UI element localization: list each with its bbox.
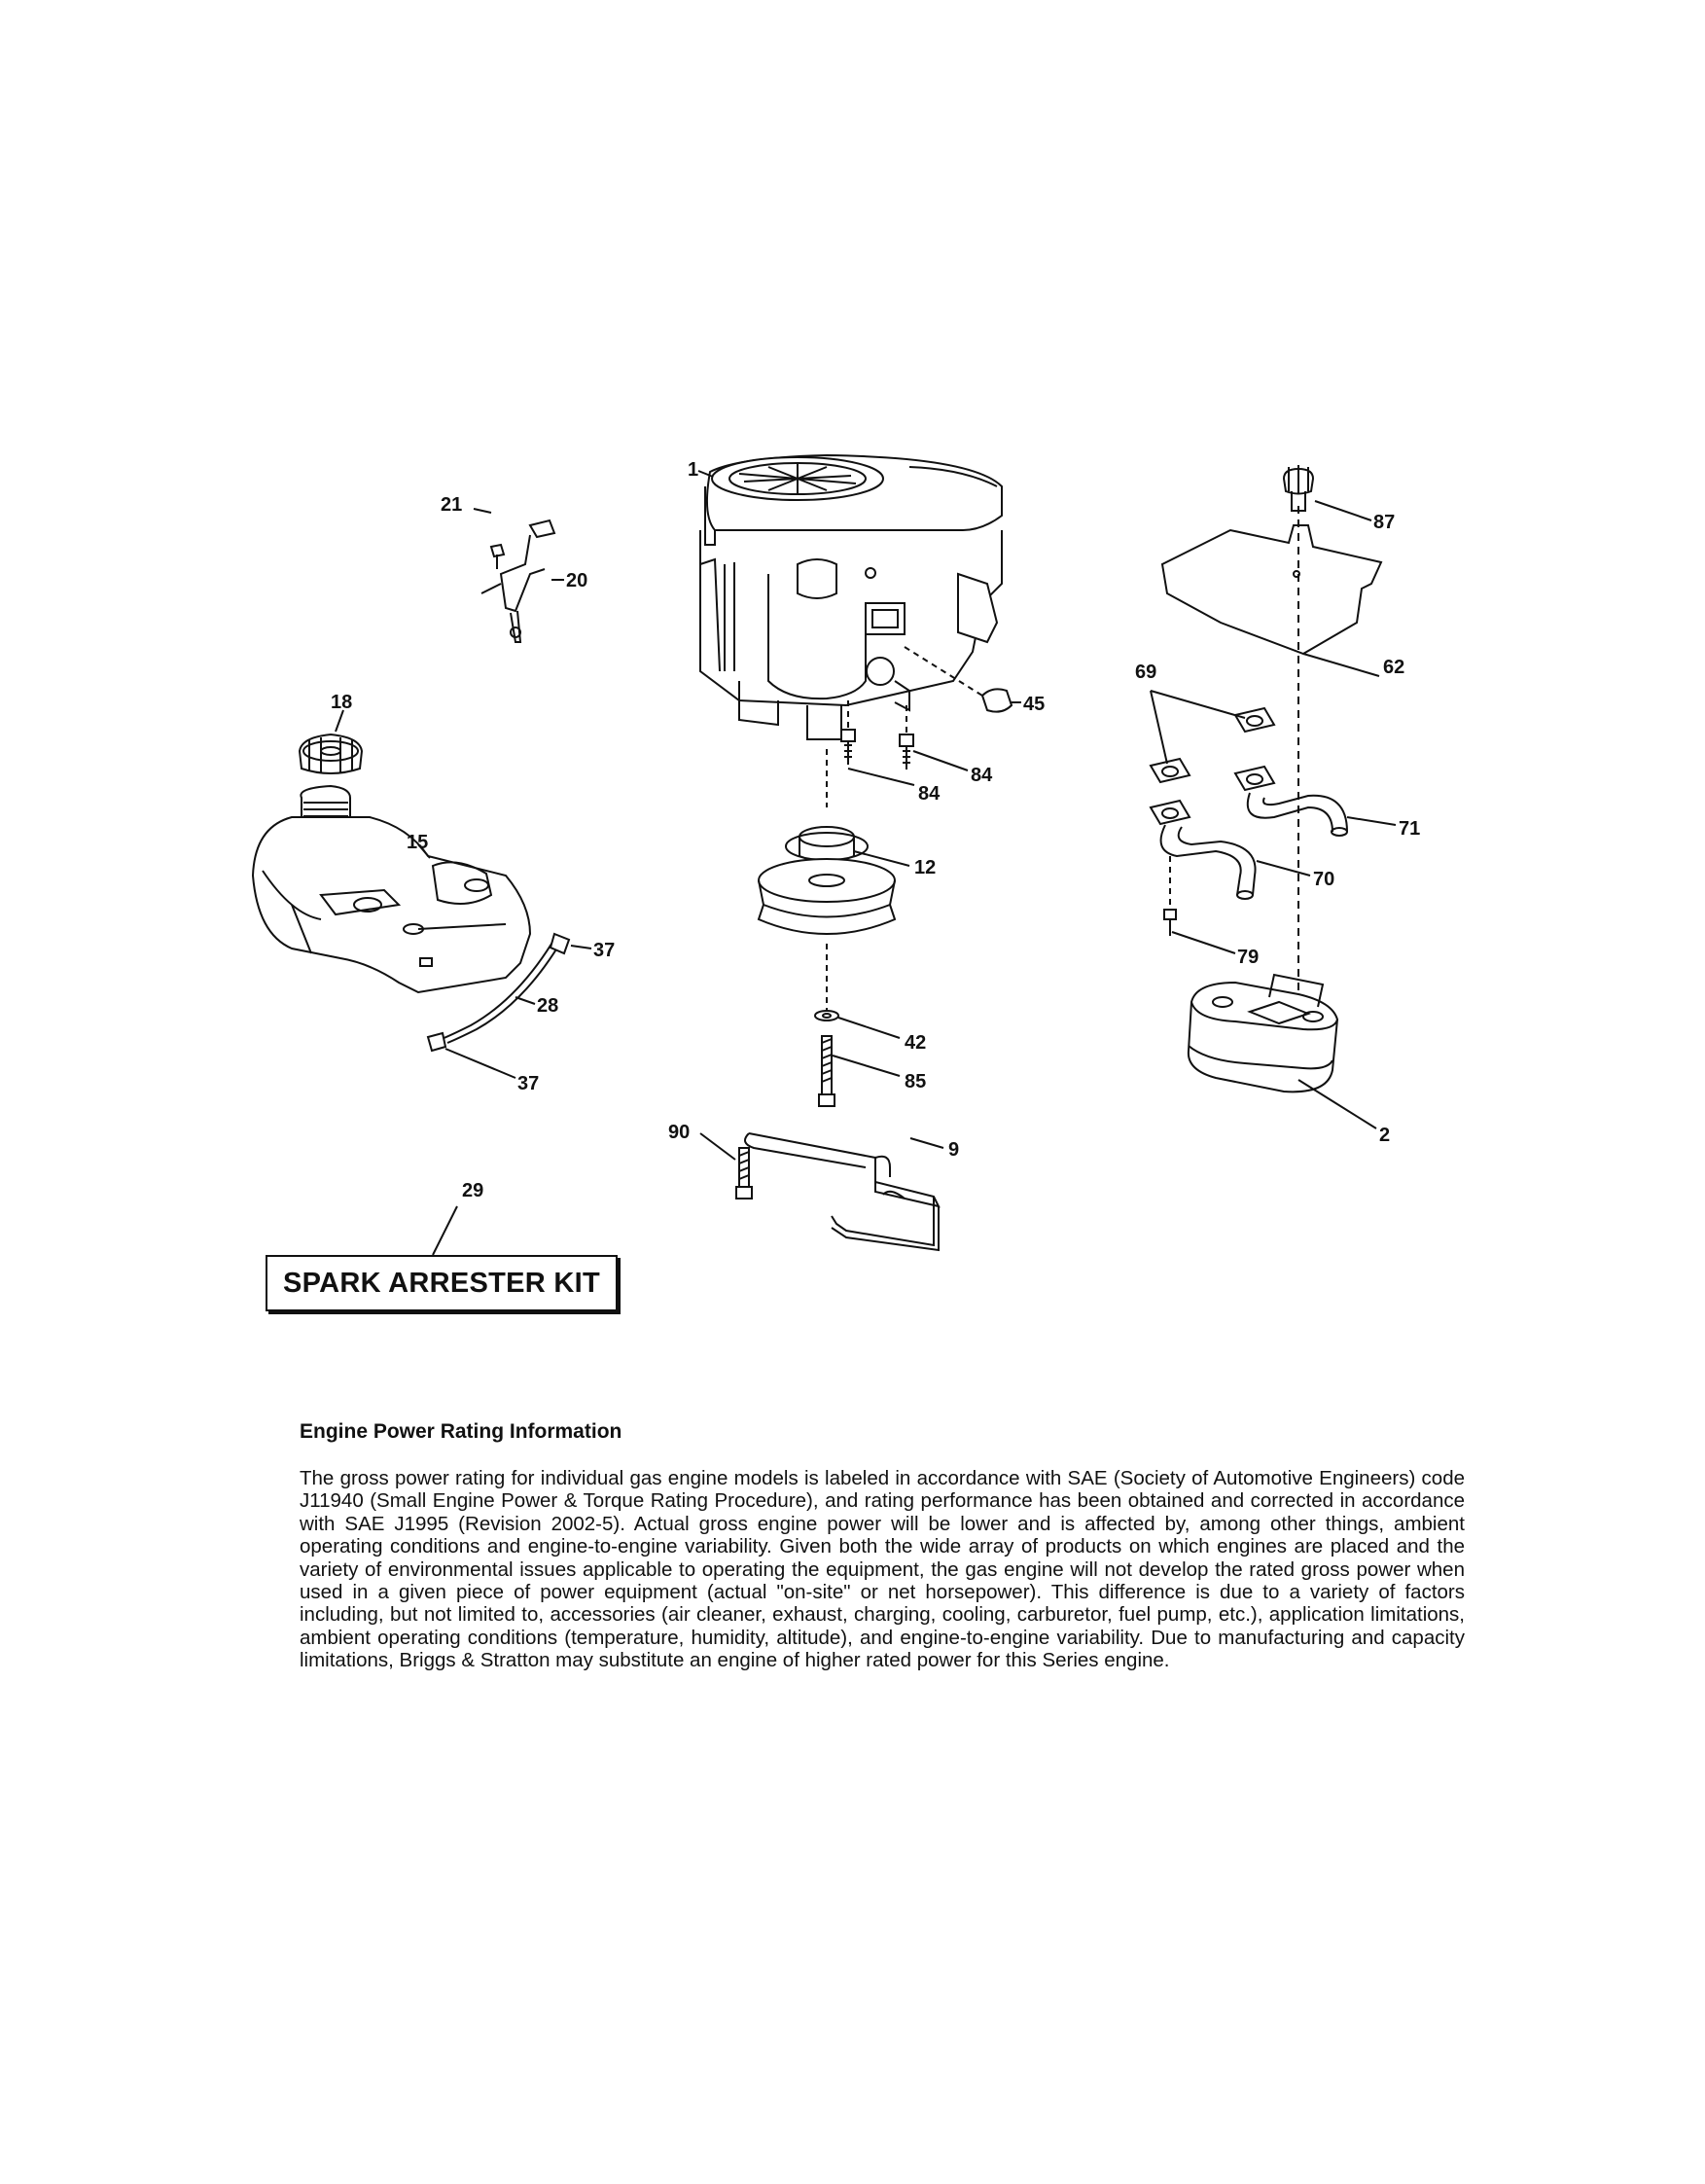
callout-45: 45 [1023,694,1045,715]
callout-37a: 37 [593,940,615,961]
callout-90: 90 [668,1122,690,1143]
gas-cap-part [298,709,364,774]
fuel-line-part [426,932,592,1079]
callout-20: 20 [566,570,587,591]
pulley-bolt-part [814,944,901,1107]
callout-37b: 37 [517,1073,539,1094]
muffler-bolt-part [1163,909,1236,954]
spark-arrester-leader [432,1205,458,1256]
info-paragraph: The gross power rating for individual ga… [300,1467,1465,1672]
callout-1: 1 [688,459,698,481]
callout-15: 15 [407,832,428,853]
callout-84b: 84 [971,765,993,786]
info-title: Engine Power Rating Information [300,1420,622,1443]
mounting-bolts-part [840,646,1021,786]
heat-shield-part [1160,465,1383,1017]
callout-69: 69 [1135,662,1156,683]
exhaust-pipes-part [1159,792,1397,910]
callout-85: 85 [905,1071,926,1092]
callout-12: 12 [914,857,936,878]
callout-18: 18 [331,692,352,713]
callout-21: 21 [441,494,462,516]
engine-pulley-part [757,749,910,935]
fuel-tank-part [251,784,532,994]
callout-29: 29 [462,1180,483,1201]
callout-9: 9 [948,1139,959,1161]
callout-70: 70 [1313,869,1334,890]
callout-87: 87 [1373,512,1395,533]
ignition-switch-part [473,508,564,643]
callout-28: 28 [537,995,558,1017]
callout-71: 71 [1399,818,1420,840]
bracket-part [699,1132,944,1252]
engine-part [697,453,1003,740]
parts-diagram: 1 21 20 18 15 45 84 84 12 42 85 37 28 37… [251,453,1420,1256]
gaskets-part [1149,690,1276,826]
callout-2: 2 [1379,1125,1390,1146]
muffler-part [1187,973,1377,1129]
callout-labels: 1 21 20 18 15 45 84 84 12 42 85 37 28 37… [331,459,1420,1201]
callout-62: 62 [1383,657,1404,678]
callout-84a: 84 [918,783,941,805]
callout-79: 79 [1237,947,1259,968]
callout-42: 42 [905,1032,926,1054]
spark-arrester-kit-box: SPARK ARRESTER KIT [266,1255,618,1311]
